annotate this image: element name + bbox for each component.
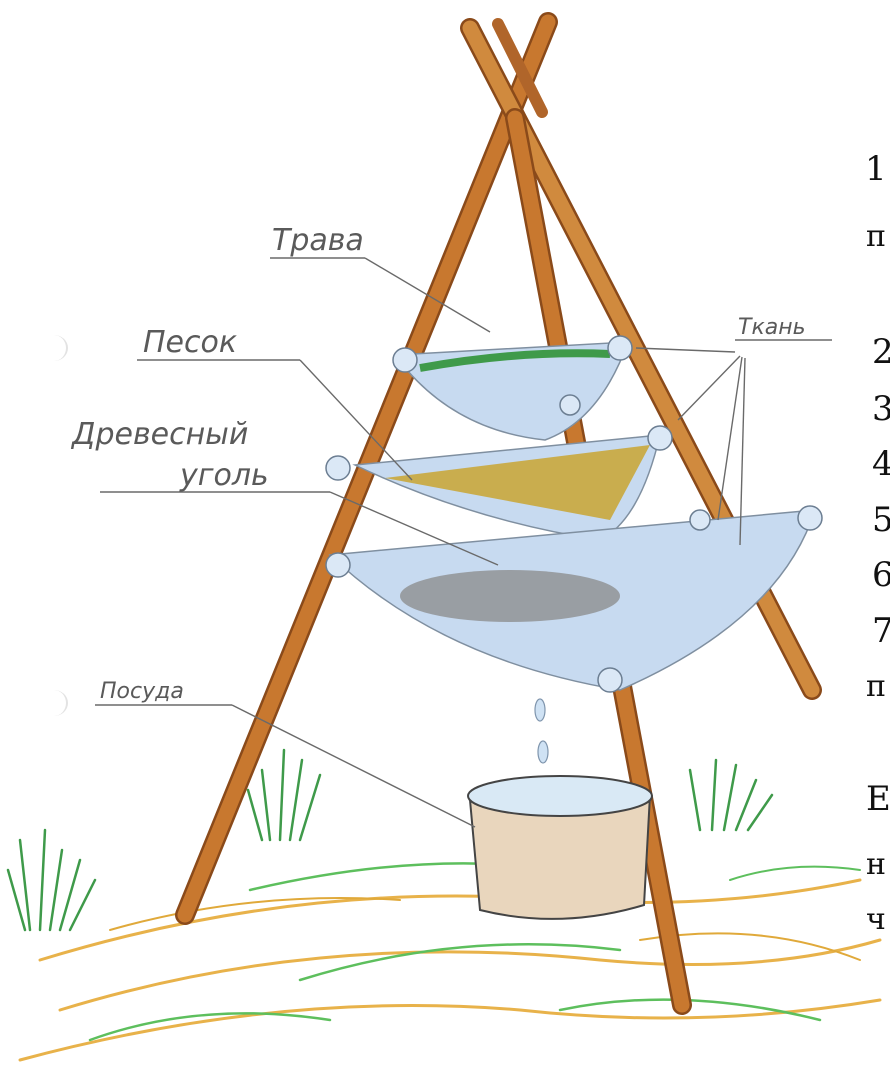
cut-letter-2: п <box>866 672 886 702</box>
ground <box>20 863 880 1060</box>
cut-number-5: 5 <box>872 503 890 537</box>
label-charcoal-line1: Древесный <box>70 417 248 452</box>
label-dish: Посуда <box>100 679 184 704</box>
cut-number-2: 2 <box>872 335 890 369</box>
cut-letter-5: ч <box>866 905 886 935</box>
cut-number-1: 1 <box>865 152 887 186</box>
cut-number-3: 3 <box>872 392 890 426</box>
label-charcoal-line2: уголь <box>179 458 269 493</box>
label-grass: Трава <box>272 223 364 258</box>
cut-letter-3: Е <box>866 782 890 816</box>
label-cloth: Ткань <box>738 315 806 340</box>
cut-letter-4: н <box>866 850 886 880</box>
punch-hole-top <box>40 335 68 361</box>
water-drops <box>535 699 548 763</box>
cut-number-4: 4 <box>872 447 890 481</box>
collection-pot <box>468 776 652 919</box>
cut-number-6: 6 <box>872 558 890 592</box>
cut-number-7: 7 <box>872 614 890 648</box>
cut-letter-1: п <box>866 222 886 252</box>
punch-hole-bottom <box>40 690 68 716</box>
label-sand: Песок <box>143 325 237 360</box>
